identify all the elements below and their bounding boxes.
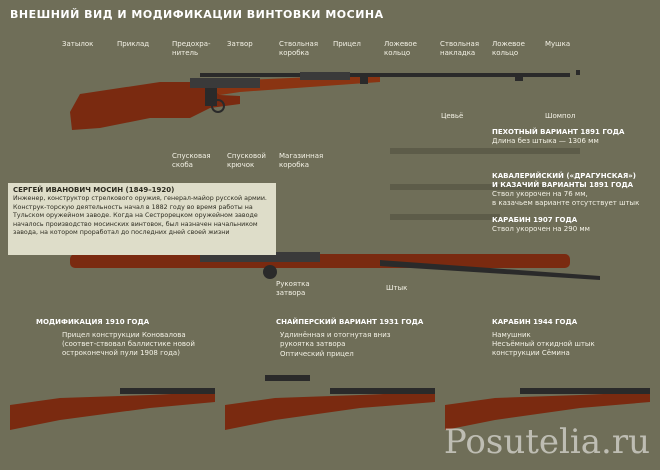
bio-text: Инженер, конструктор стрелкового оружия,…: [13, 195, 267, 237]
label-forestock: Цевьё: [441, 112, 464, 120]
label-receiver: Ствольная коробка: [279, 40, 319, 57]
label-stock: Приклад: [117, 40, 150, 48]
bio-title: СЕРГЕЙ ИВАНОВИЧ МОСИН (1849–1920): [13, 186, 175, 194]
label-false-ring-2: Ложевое кольцо: [492, 40, 525, 57]
mod-1944-title: КАРАБИН 1944 ГОДА: [492, 318, 578, 326]
mod-1931-text: Удлинённая и отогнутая вниз рукоятка зат…: [280, 331, 391, 348]
variant-infantry-title: ПЕХОТНЫЙ ВАРИАНТ 1891 ГОДА: [492, 128, 625, 136]
label-bolt: Затвор: [227, 40, 253, 48]
mod-1931-text2: Оптический прицел: [280, 350, 354, 358]
variant-dragoon-text: Ствол укорочен на 76 мм, в казачьем вари…: [492, 190, 640, 207]
label-safety: Предохра- нитель: [172, 40, 211, 57]
mod-1910-text: Прицел конструкции Коновалова (соответ-с…: [62, 331, 195, 357]
rifle-1931: [225, 375, 435, 430]
label-false-ring: Ложевое кольцо: [384, 40, 417, 57]
bio-box: СЕРГЕЙ ИВАНОВИЧ МОСИН (1849–1920) Инжене…: [8, 183, 276, 255]
rifle-1910: [10, 388, 215, 430]
variant-carbine-text: Ствол укорочен на 290 мм: [492, 225, 590, 233]
variant-infantry-text: Длина без штыка — 1306 мм: [492, 137, 599, 145]
label-sight: Прицел: [333, 40, 361, 48]
label-trigger-guard: Спусковая скоба: [172, 152, 211, 169]
label-trigger: Спусковой крючок: [227, 152, 266, 169]
variant-dragoon-title: КАВАЛЕРИЙСКИЙ («ДРАГУНСКАЯ») И КАЗАЧИЙ В…: [492, 172, 636, 189]
silhouette-carbine: [390, 214, 500, 220]
page-title: ВНЕШНИЙ ВИД И МОДИФИКАЦИИ ВИНТОВКИ МОСИН…: [10, 8, 384, 21]
rifle-1944: [445, 388, 650, 430]
label-cleaning-rod: Шомпол: [545, 112, 576, 120]
silhouette-infantry: [390, 148, 580, 154]
label-front-sight: Мушка: [545, 40, 571, 48]
mod-1910-title: МОДИФИКАЦИЯ 1910 ГОДА: [36, 318, 150, 326]
mod-1944-text2: Несъёмный откидной штык конструкции Сёми…: [492, 340, 595, 357]
silhouette-dragoon: [390, 184, 550, 190]
label-barrel-band: Ствольная накладка: [440, 40, 480, 57]
mod-1944-text: Намушник: [492, 331, 531, 339]
label-butt: Затылок: [62, 40, 94, 48]
rifle-main-bottom: [70, 252, 600, 280]
label-bolt-handle: Рукоятка затвора: [276, 280, 310, 297]
label-magazine: Магазинная коробка: [279, 152, 324, 169]
mod-1931-title: СНАЙПЕРСКИЙ ВАРИАНТ 1931 ГОДА: [276, 318, 424, 326]
variant-carbine-title: КАРАБИН 1907 ГОДА: [492, 216, 578, 224]
rifle-main-top: [70, 70, 580, 130]
watermark: Posutelia.ru: [443, 422, 650, 462]
label-bayonet: Штык: [386, 284, 408, 292]
